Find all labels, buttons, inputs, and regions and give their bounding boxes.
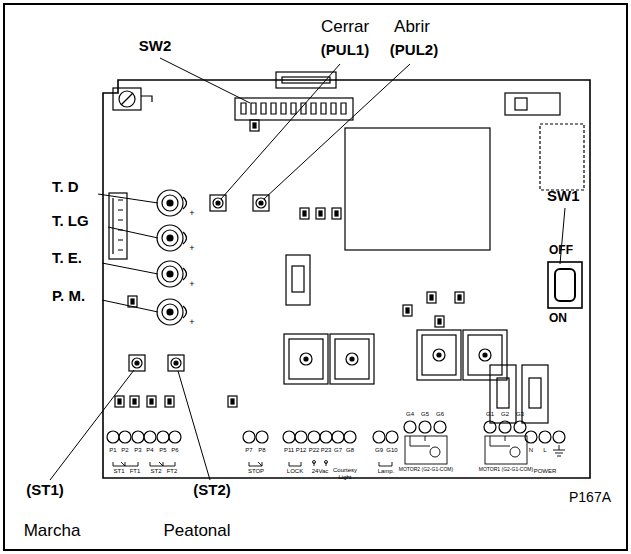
terminal-label: G6 bbox=[436, 411, 444, 418]
terminal-label: P6 bbox=[171, 447, 178, 454]
terminal-label: G10 bbox=[386, 447, 397, 454]
part-label: SW1 bbox=[547, 188, 580, 205]
terminal-label: P3 bbox=[134, 447, 141, 454]
part-label: (PUL1) bbox=[321, 42, 369, 59]
part-label: P. M. bbox=[52, 288, 85, 305]
part-label: (PUL2) bbox=[390, 42, 438, 59]
board-outline bbox=[103, 80, 590, 478]
part-label: + bbox=[189, 244, 194, 254]
terminal-label: Courtesy Light bbox=[332, 467, 358, 480]
terminal-label: G8 bbox=[346, 447, 354, 454]
part-label: P167A bbox=[569, 490, 611, 505]
terminal-symbols bbox=[113, 436, 565, 466]
part-label: T. E. bbox=[52, 250, 82, 267]
terminal-label: G4 bbox=[406, 411, 414, 418]
side-connector bbox=[109, 193, 127, 259]
terminal-label: G5 bbox=[421, 411, 429, 418]
terminal-label: MOTOR1 (G2-G1-COM) bbox=[479, 467, 533, 473]
terminal-label: G3 bbox=[516, 411, 524, 418]
part-label: T. D bbox=[52, 179, 79, 196]
terminal-label: G9 bbox=[375, 447, 383, 454]
earth-screw bbox=[113, 88, 152, 110]
terminal-blocks bbox=[107, 421, 565, 443]
part-label: Abrir bbox=[394, 18, 430, 37]
terminal-label: LOCK bbox=[287, 468, 303, 475]
part-label: + bbox=[189, 280, 194, 290]
terminal-label: ST1 bbox=[113, 468, 124, 475]
terminal-label: 24Vac bbox=[312, 468, 329, 475]
terminal-label: G1 bbox=[486, 411, 494, 418]
terminal-label: ST2 bbox=[150, 468, 161, 475]
trimmer-pots bbox=[157, 190, 187, 325]
part-label: + bbox=[189, 318, 194, 328]
terminal-label: FT1 bbox=[130, 468, 141, 475]
part-label: ON bbox=[549, 312, 567, 325]
terminal-label: P23 bbox=[321, 447, 332, 454]
terminal-label: STOP bbox=[248, 468, 264, 475]
part-label: (ST1) bbox=[26, 482, 64, 499]
part-label: Peatonal bbox=[163, 522, 230, 541]
terminal-label: P11 bbox=[284, 447, 294, 454]
terminal-label: P2 bbox=[121, 447, 128, 454]
small-components bbox=[115, 120, 464, 407]
part-label: + bbox=[189, 209, 194, 219]
terminal-label: POWER bbox=[534, 468, 557, 475]
terminal-label: L bbox=[543, 447, 546, 454]
header-connector bbox=[276, 72, 336, 88]
terminal-label: MOTOR2 (G2-G1-COM) bbox=[399, 467, 453, 473]
figure-frame bbox=[4, 4, 627, 550]
terminal-label: G7 bbox=[334, 447, 342, 454]
part-label: (ST2) bbox=[193, 482, 231, 499]
terminal-label: P5 bbox=[159, 447, 166, 454]
part-label: Cerrar bbox=[321, 18, 369, 37]
terminal-label: P22 bbox=[309, 447, 320, 454]
part-label: OFF bbox=[549, 244, 573, 257]
terminal-label: P12 bbox=[296, 447, 307, 454]
terminal-label: FT2 bbox=[167, 468, 178, 475]
terminal-label: Lamp. bbox=[378, 468, 395, 475]
terminal-label: P7 bbox=[245, 447, 252, 454]
terminal-label: N bbox=[529, 447, 533, 454]
leader-lines bbox=[50, 58, 565, 480]
push-buttons bbox=[129, 195, 269, 371]
terminal-label: P8 bbox=[258, 447, 265, 454]
part-label: T. LG bbox=[52, 213, 89, 230]
terminal-label: P1 bbox=[109, 447, 116, 454]
terminal-label: P4 bbox=[146, 447, 153, 454]
part-label: SW2 bbox=[139, 38, 172, 55]
terminal-label: G2 bbox=[501, 411, 509, 418]
part-label: Marcha bbox=[24, 522, 81, 541]
power-switch bbox=[540, 124, 584, 308]
